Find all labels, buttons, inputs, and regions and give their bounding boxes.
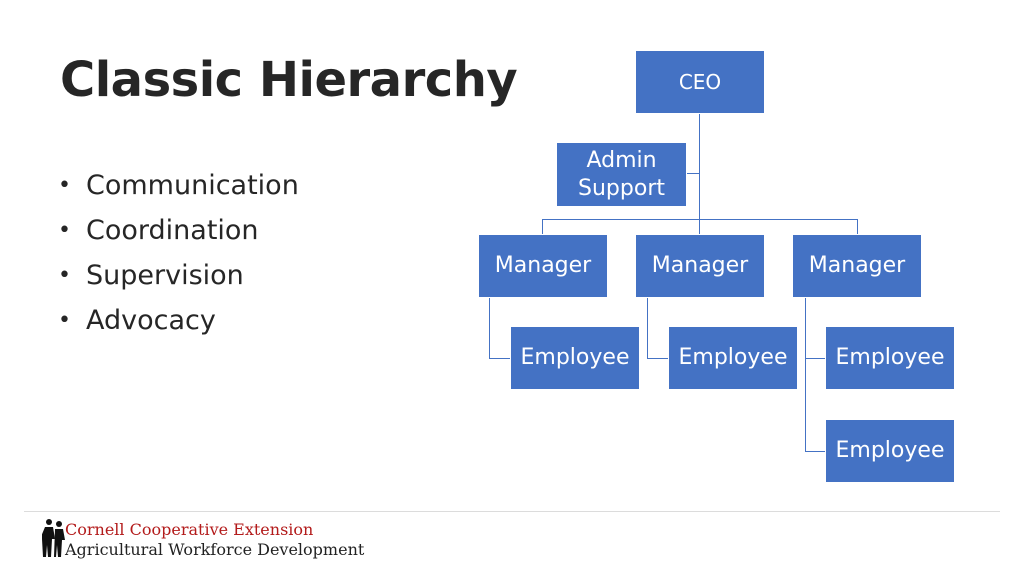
footer-divider xyxy=(24,511,1000,512)
connector-manager-2 xyxy=(699,219,700,235)
connector-employee-2-v xyxy=(647,297,648,359)
bullet-icon: • xyxy=(58,172,71,198)
employee-box: Employee xyxy=(668,326,798,390)
ceo-box: CEO xyxy=(635,50,765,114)
connector-employee-2-h xyxy=(647,358,669,359)
bullet-text: Advocacy xyxy=(86,304,216,336)
employee-box: Employee xyxy=(510,326,640,390)
manager-box: Manager xyxy=(635,234,765,298)
bullet-item: • Coordination xyxy=(58,208,299,253)
connector-manager-3 xyxy=(857,219,858,235)
employee-box: Employee xyxy=(825,419,955,483)
org-name: Cornell Cooperative Extension xyxy=(65,520,314,539)
manager-box: Manager xyxy=(792,234,922,298)
bullet-icon: • xyxy=(58,307,71,333)
employee-box: Employee xyxy=(825,326,955,390)
connector-manager-1 xyxy=(542,219,543,235)
people-silhouette-icon xyxy=(42,519,65,557)
admin-support-box: Admin Support xyxy=(556,142,687,207)
slide-title: Classic Hierarchy xyxy=(60,52,518,108)
connector-employee-4-h xyxy=(805,451,826,452)
connector-employee-1-h xyxy=(489,358,512,359)
connector-employee-1-v xyxy=(489,297,490,359)
bullet-text: Communication xyxy=(86,169,299,201)
connector-employee-3-h xyxy=(805,358,826,359)
bullet-item: • Advocacy xyxy=(58,298,299,343)
connector-ceo-trunk xyxy=(699,113,700,221)
connector-manager-bar xyxy=(542,219,858,220)
program-name: Agricultural Workforce Development xyxy=(65,540,365,559)
bullet-item: • Supervision xyxy=(58,253,299,298)
connector-admin xyxy=(686,173,700,174)
bullet-text: Coordination xyxy=(86,214,259,246)
connector-employee-3-v xyxy=(805,297,806,452)
bullet-icon: • xyxy=(58,217,71,243)
bullet-icon: • xyxy=(58,262,71,288)
manager-box: Manager xyxy=(478,234,608,298)
bullet-item: • Communication xyxy=(58,163,299,208)
bullet-list: • Communication • Coordination • Supervisio… xyxy=(58,163,299,343)
bullet-text: Supervision xyxy=(86,259,244,291)
